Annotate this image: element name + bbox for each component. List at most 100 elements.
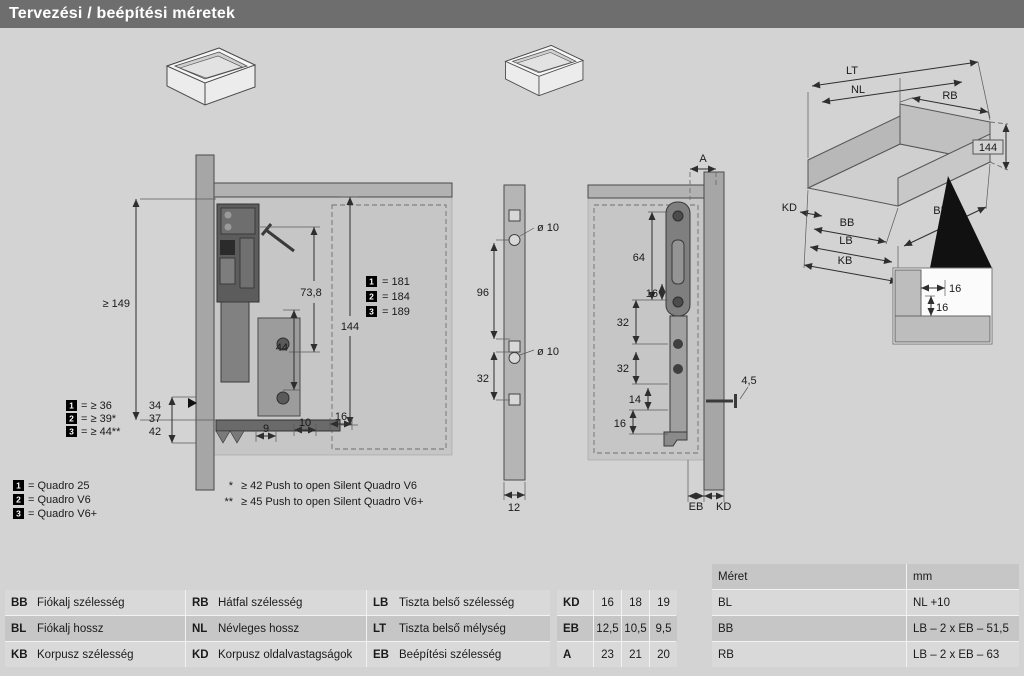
gap-value-3: 42 (149, 426, 161, 438)
mount-arrow-icon (188, 398, 197, 408)
table-header-cell: Méret (712, 564, 906, 589)
kd-label: KD (716, 501, 731, 513)
nl-label: NL (851, 84, 865, 96)
table-cell: 20 (650, 642, 677, 667)
detail-16-v-label: 16 (936, 302, 948, 314)
table-cell: LB – 2 x EB – 51,5 (907, 616, 1019, 641)
legend-num: 3 (16, 509, 21, 519)
cabinet-side-panel (195, 154, 215, 491)
legend-num: 2 (16, 495, 21, 505)
table-cell: 16 (594, 590, 621, 615)
table-cell: LB – 2 x EB – 63 (907, 642, 1019, 667)
quadro-legend: 1 = Quadro 25 2 = Quadro V6 3 = Quadro V… (13, 480, 97, 520)
drawer-icon-left (166, 47, 256, 106)
variant-num: 1 (69, 401, 74, 411)
table-cell: BB (712, 616, 906, 641)
rb-label: RB (942, 90, 957, 102)
legend-num: 1 (16, 481, 21, 491)
variant-value: = 184 (382, 291, 410, 303)
drawer-icon-middle (505, 45, 584, 97)
screw-icon (706, 394, 737, 408)
iso-144-label: 144 (979, 142, 997, 154)
legend-label: = Quadro 25 (28, 480, 89, 492)
detail-wedge (930, 176, 992, 268)
variant-legend-front: 1 = ≥ 36 2 = ≥ 39* 3 = ≥ 44** (66, 400, 121, 438)
cabinet-top-panel (587, 184, 705, 199)
footnote-marker: ** (224, 496, 233, 508)
table-cell: A (557, 642, 593, 667)
footnote-text: ≥ 45 Push to open Silent Quadro V6+ (241, 496, 423, 508)
dim-44-label: 44 (276, 342, 288, 354)
dia-10-top-label: ø 10 (537, 222, 559, 234)
kb-label: KB (838, 255, 853, 267)
drawer-side-right (897, 133, 991, 207)
dim-96-label: 96 (477, 287, 489, 299)
variant-num: 2 (69, 414, 74, 424)
footnote-marker: * (229, 480, 234, 492)
table-cell: 9,5 (650, 616, 677, 641)
table-cell: 12,5 (594, 616, 621, 641)
slide-mechanism (215, 203, 341, 444)
table-cell: KD (557, 590, 593, 615)
variant-num: 3 (369, 307, 374, 317)
dia-10-bottom-label: ø 10 (537, 346, 559, 358)
footnote-text: ≥ 42 Push to open Silent Quadro V6 (241, 480, 417, 492)
cabinet-side-panel (703, 171, 725, 491)
variant-num: 1 (369, 277, 374, 287)
variant-value: = 181 (382, 276, 410, 288)
drawer-side-left (807, 115, 901, 189)
rail-strip (503, 184, 526, 481)
page-title: Tervezési / beépítési méretek (9, 5, 236, 22)
drill-hole (508, 234, 521, 246)
dim-738-label: 73,8 (300, 287, 321, 299)
legend-label: = Quadro V6 (28, 494, 91, 506)
lt-label: LT (846, 65, 858, 77)
dim-149-label: ≥ 149 (103, 298, 130, 310)
drawer-outline-dashed (331, 204, 447, 450)
detail-view: 16 16 (892, 267, 993, 345)
formula-table: Méret mm BL NL +10 BB LB – 2 x EB – 51,5… (712, 564, 1019, 667)
dim-a-label: A (699, 153, 707, 165)
screw-icon (260, 223, 295, 253)
front-bracket (663, 201, 691, 447)
variant-value: = 189 (382, 306, 410, 318)
page-title-bar: Tervezési / beépítési méretek (0, 0, 1024, 28)
variant-value: = ≥ 44** (81, 426, 121, 438)
kd-label: KD (782, 202, 797, 214)
dim-10-label: 10 (299, 417, 311, 429)
dim-12-label: 12 (508, 502, 520, 514)
dim-32-upper-label: 32 (617, 317, 629, 329)
legend-label: = Quadro V6+ (28, 508, 97, 520)
table-cell: NL +10 (907, 590, 1019, 615)
table-cell: 21 (622, 642, 649, 667)
variant-value: = ≥ 39* (81, 413, 117, 425)
dim-32-lower-label: 32 (617, 363, 629, 375)
iso-overview: 144 LT NL RB KD BB BL LB KB 16 16 (782, 59, 1010, 345)
variant-value: = ≥ 36 (81, 400, 112, 412)
detail-16-h-label: 16 (949, 283, 961, 295)
dim-14-label: 14 (629, 394, 641, 406)
table-cell: EB (557, 616, 593, 641)
technical-drawing: ≥ 149 73,8 144 44 34 37 42 9 10 16 1 = ≥… (13, 45, 1010, 520)
variant-num: 2 (369, 292, 374, 302)
footnotes: * ≥ 42 Push to open Silent Quadro V6 ** … (224, 480, 423, 508)
dim-144-label: 144 (341, 321, 359, 333)
table-cell: BL (712, 590, 906, 615)
table-cell: 23 (594, 642, 621, 667)
table-header-cell: mm (907, 564, 1019, 589)
kd-eb-a-table: KD 16 18 19 EB 12,5 10,5 9,5 A 23 21 20 (557, 590, 677, 667)
dim-45-label: 4,5 (741, 375, 756, 387)
side-view: ≥ 149 73,8 144 44 34 37 42 9 10 16 1 = ≥… (66, 154, 453, 491)
dim-16-upper-label: 16 (646, 288, 658, 300)
dim-32-label: 32 (477, 373, 489, 385)
